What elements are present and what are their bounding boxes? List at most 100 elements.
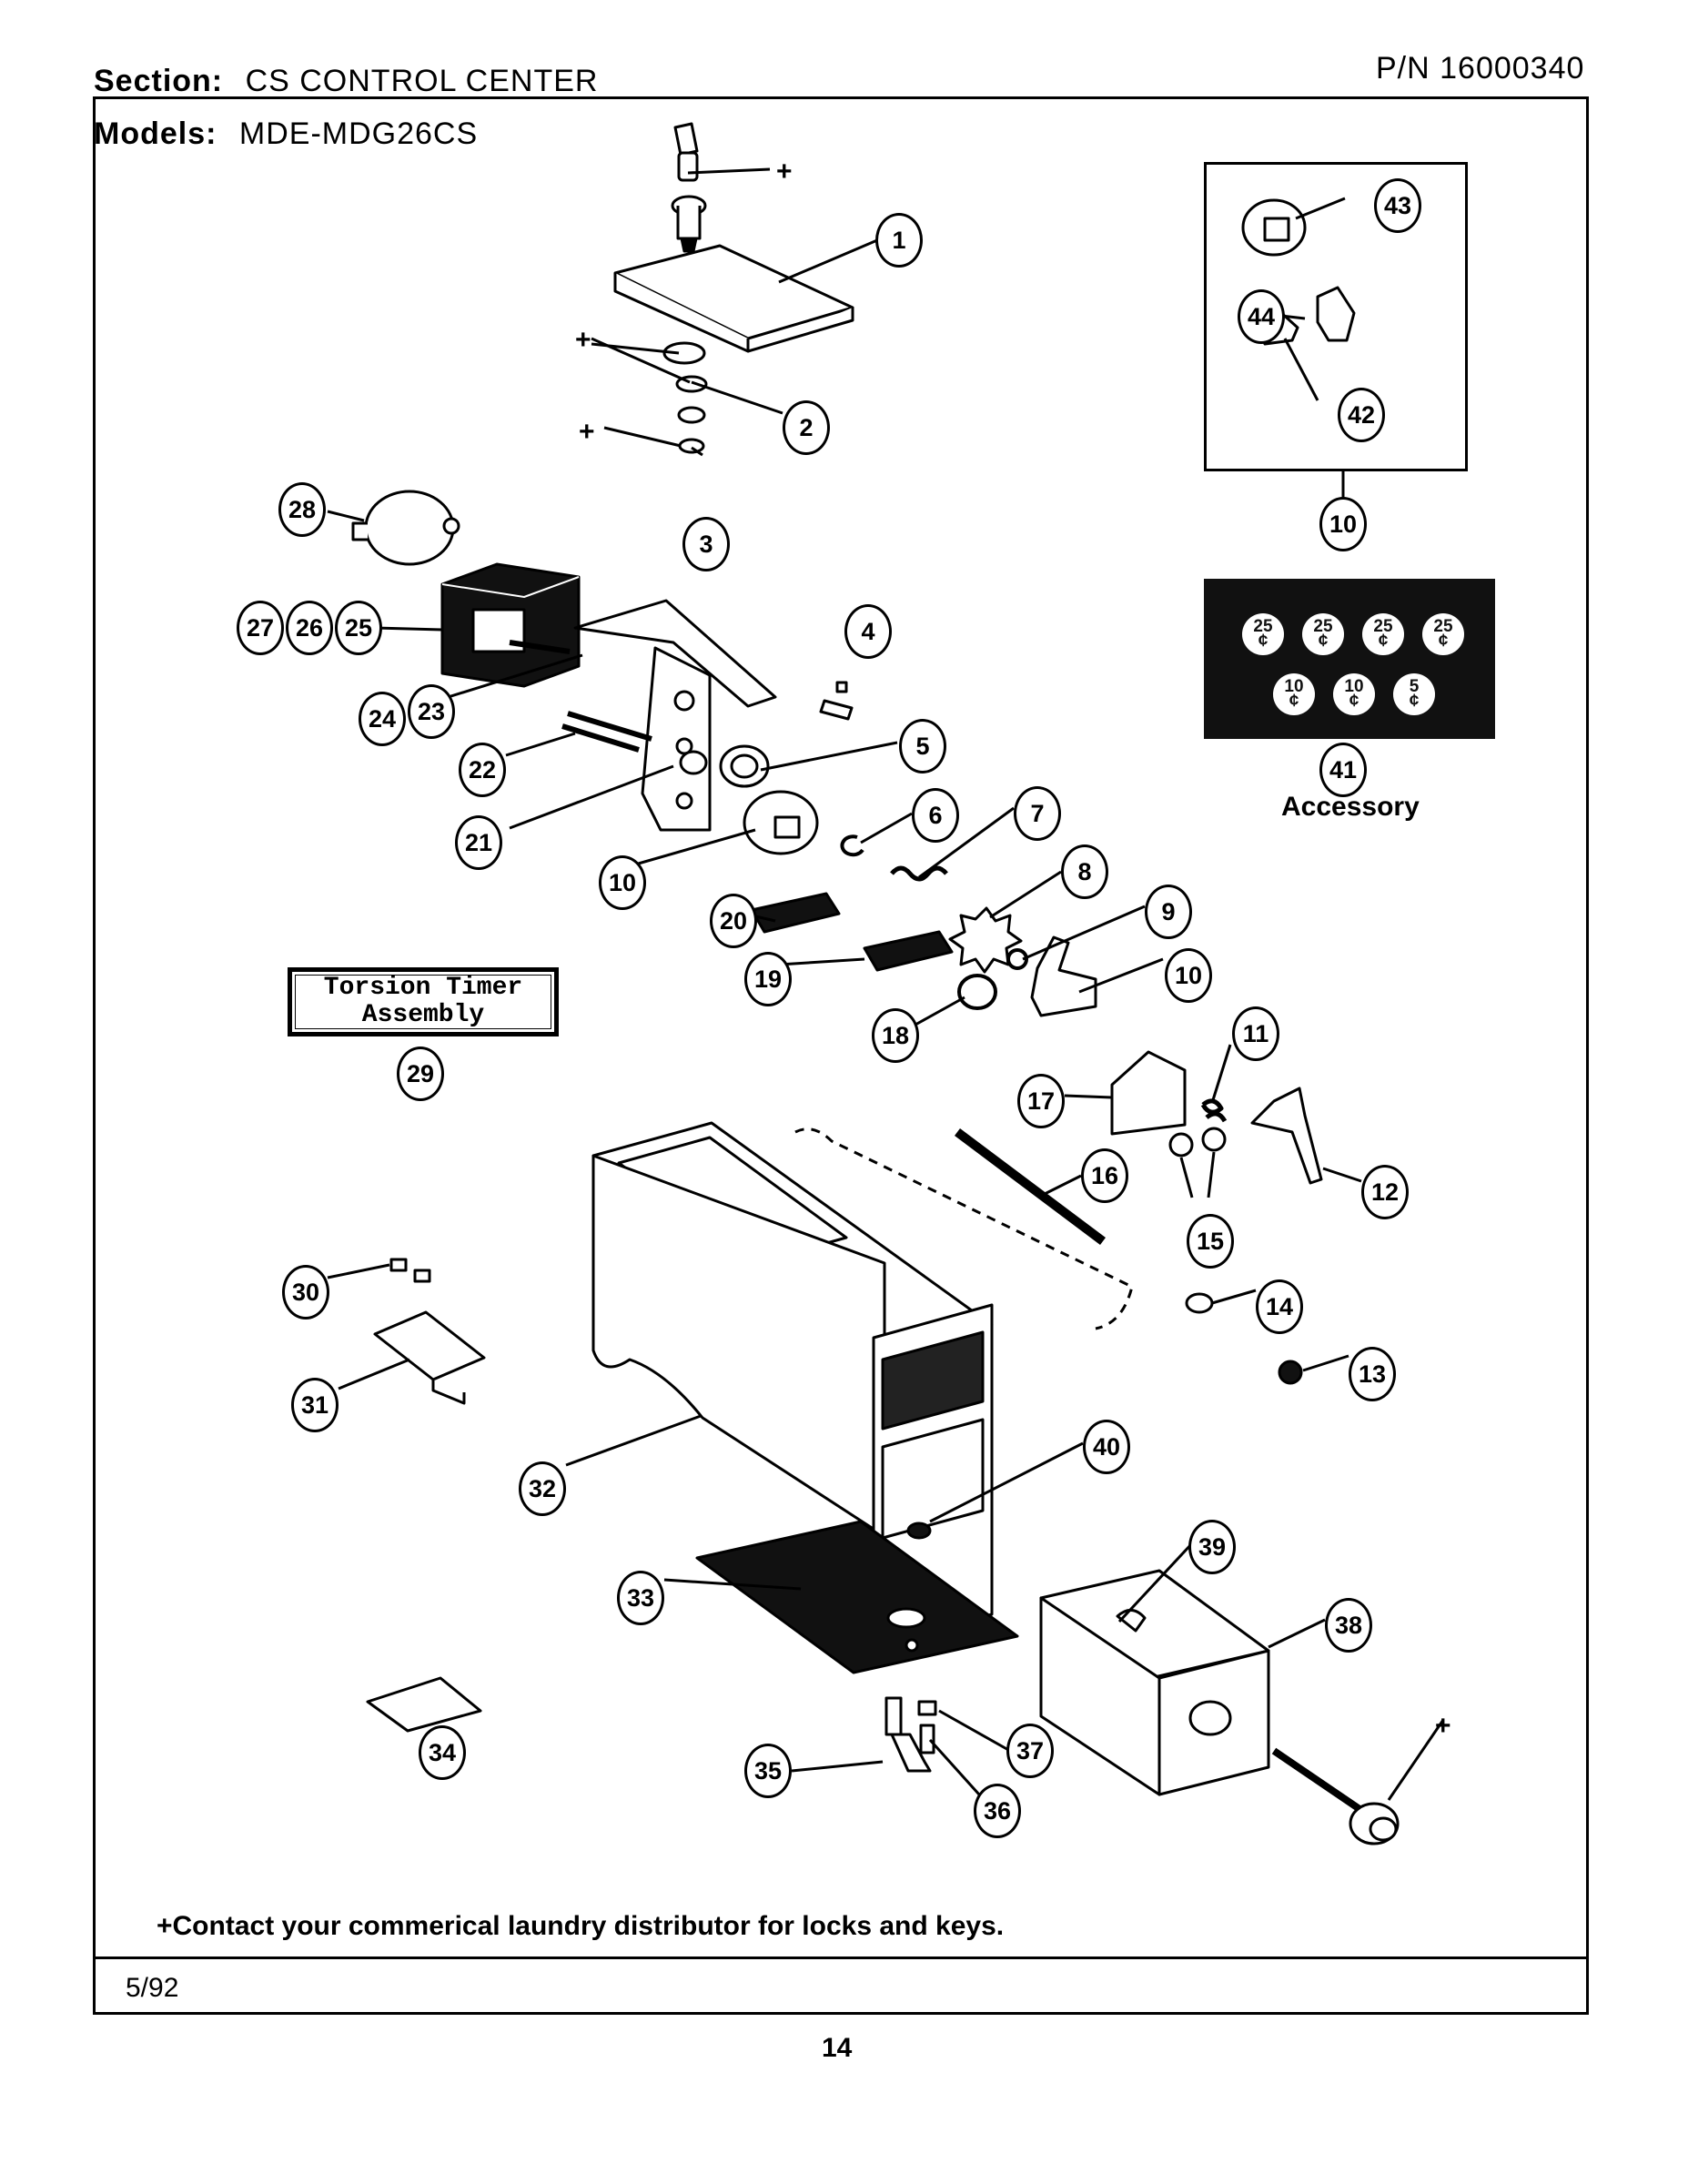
section-label: Section: <box>94 64 224 98</box>
coin-25-a: 25¢ <box>1242 613 1284 655</box>
callout-8: 8 <box>1061 844 1108 899</box>
callout-12: 12 <box>1361 1165 1409 1219</box>
washer-2c <box>677 406 706 424</box>
models-label: Models: <box>94 116 217 151</box>
callout-18: 18 <box>872 1008 919 1063</box>
rod-16 <box>955 1128 1106 1245</box>
callout-2: 2 <box>783 400 830 455</box>
coin-25-d: 25¢ <box>1422 613 1464 655</box>
callout-35: 35 <box>744 1744 792 1798</box>
section-value: CS CONTROL CENTER <box>245 64 599 98</box>
coin-25-c: 25¢ <box>1362 613 1404 655</box>
callout-24: 24 <box>359 692 406 746</box>
callout-21: 21 <box>455 815 502 870</box>
leader-lines <box>327 167 1445 1801</box>
page-number: 14 <box>822 2033 853 2063</box>
lever-10 <box>1030 935 1097 1017</box>
callout-6: 6 <box>912 788 959 843</box>
callout-4: 4 <box>844 604 892 659</box>
bracket-plate <box>641 646 712 832</box>
callout-7: 7 <box>1014 786 1061 841</box>
callout-20: 20 <box>710 894 757 948</box>
callout-40: 40 <box>1083 1420 1130 1474</box>
callout-36: 36 <box>974 1784 1021 1838</box>
coin-decal-panel: 25¢ 25¢ 25¢ 25¢ 10¢ 10¢ 5¢ <box>1204 579 1495 739</box>
switch-20 <box>750 892 841 934</box>
clip-34 <box>366 1676 482 1733</box>
washer-2a <box>662 341 706 365</box>
callout-10-inset: 10 <box>1319 497 1367 551</box>
callout-10-lever: 10 <box>1165 948 1212 1003</box>
coin-5: 5¢ <box>1393 673 1435 715</box>
section-heading: Section: CS CONTROL CENTER <box>94 64 598 99</box>
diagram-frame <box>93 96 1589 2015</box>
callout-42: 42 <box>1338 388 1385 442</box>
callout-39: 39 <box>1188 1520 1236 1574</box>
callout-5: 5 <box>899 719 946 774</box>
coin-10-a: 10¢ <box>1273 673 1315 715</box>
models-value: MDE-MDG26CS <box>238 116 479 151</box>
gasket-33 <box>695 1520 1019 1674</box>
callout-25: 25 <box>335 601 382 655</box>
callout-9: 9 <box>1145 885 1192 939</box>
callout-38: 38 <box>1325 1598 1372 1653</box>
revision-date: 5/92 <box>126 1973 179 2003</box>
accessory-label: Accessory <box>1281 792 1420 822</box>
callout-37: 37 <box>1006 1724 1054 1778</box>
assembly-line-2: Assembly <box>361 1001 485 1029</box>
latch-35 <box>884 1696 903 1736</box>
switch-19 <box>863 930 954 972</box>
star-wheel-8 <box>948 906 1023 974</box>
callout-43: 43 <box>1374 178 1421 233</box>
callout-10-cam: 10 <box>599 855 646 910</box>
motor-28 <box>364 490 455 566</box>
bracket-17 <box>1110 1050 1187 1136</box>
coin-25-b: 25¢ <box>1302 613 1344 655</box>
callout-33: 33 <box>617 1571 664 1625</box>
lock-cylinder-body <box>676 206 702 240</box>
lock-key-note: +Contact your commerical laundry distrib… <box>157 1911 1005 1941</box>
callout-34: 34 <box>419 1725 466 1780</box>
callout-19: 19 <box>744 952 792 1006</box>
key-shaft <box>677 151 699 182</box>
callout-11: 11 <box>1232 1006 1279 1061</box>
plus-marker-washers: + <box>575 325 591 355</box>
bracket-23 <box>573 599 777 708</box>
lever-44 <box>1316 286 1356 342</box>
plus-marker-nut: + <box>579 417 595 447</box>
callout-16: 16 <box>1081 1148 1128 1203</box>
lever-12 <box>1250 1087 1323 1185</box>
plus-marker-key: + <box>776 157 793 187</box>
callout-31: 31 <box>291 1378 339 1432</box>
callout-13: 13 <box>1349 1347 1396 1401</box>
callout-27: 27 <box>237 601 284 655</box>
callout-23: 23 <box>408 684 455 739</box>
footer-divider <box>93 1956 1589 1959</box>
callout-17: 17 <box>1017 1074 1065 1128</box>
callout-3: 3 <box>682 517 730 571</box>
callout-29: 29 <box>397 1046 444 1101</box>
key-icon <box>673 122 699 157</box>
callout-14: 14 <box>1256 1279 1303 1334</box>
callout-1: 1 <box>875 213 923 268</box>
callout-30: 30 <box>282 1265 329 1320</box>
assembly-line-1: Torsion Timer <box>323 974 523 1002</box>
cam-lever-inset <box>1204 162 1468 471</box>
plus-marker-lock: + <box>1435 1711 1451 1741</box>
callout-41: 41 <box>1319 743 1367 797</box>
cover-plate-lip <box>613 273 750 353</box>
callout-32: 32 <box>519 1461 566 1516</box>
torsion-timer-assembly-box: Torsion Timer Assembly <box>288 967 559 1036</box>
callout-28: 28 <box>278 482 326 537</box>
plate-31 <box>373 1310 486 1381</box>
callout-15: 15 <box>1187 1214 1234 1269</box>
callout-26: 26 <box>286 601 333 655</box>
housing-32-side <box>591 1154 886 1538</box>
coin-10-b: 10¢ <box>1333 673 1375 715</box>
callout-22: 22 <box>459 743 506 797</box>
callout-44: 44 <box>1238 289 1285 344</box>
spring-7 <box>890 865 948 882</box>
washer-2d <box>678 438 705 454</box>
part-number: P/N 16000340 <box>1376 51 1585 86</box>
